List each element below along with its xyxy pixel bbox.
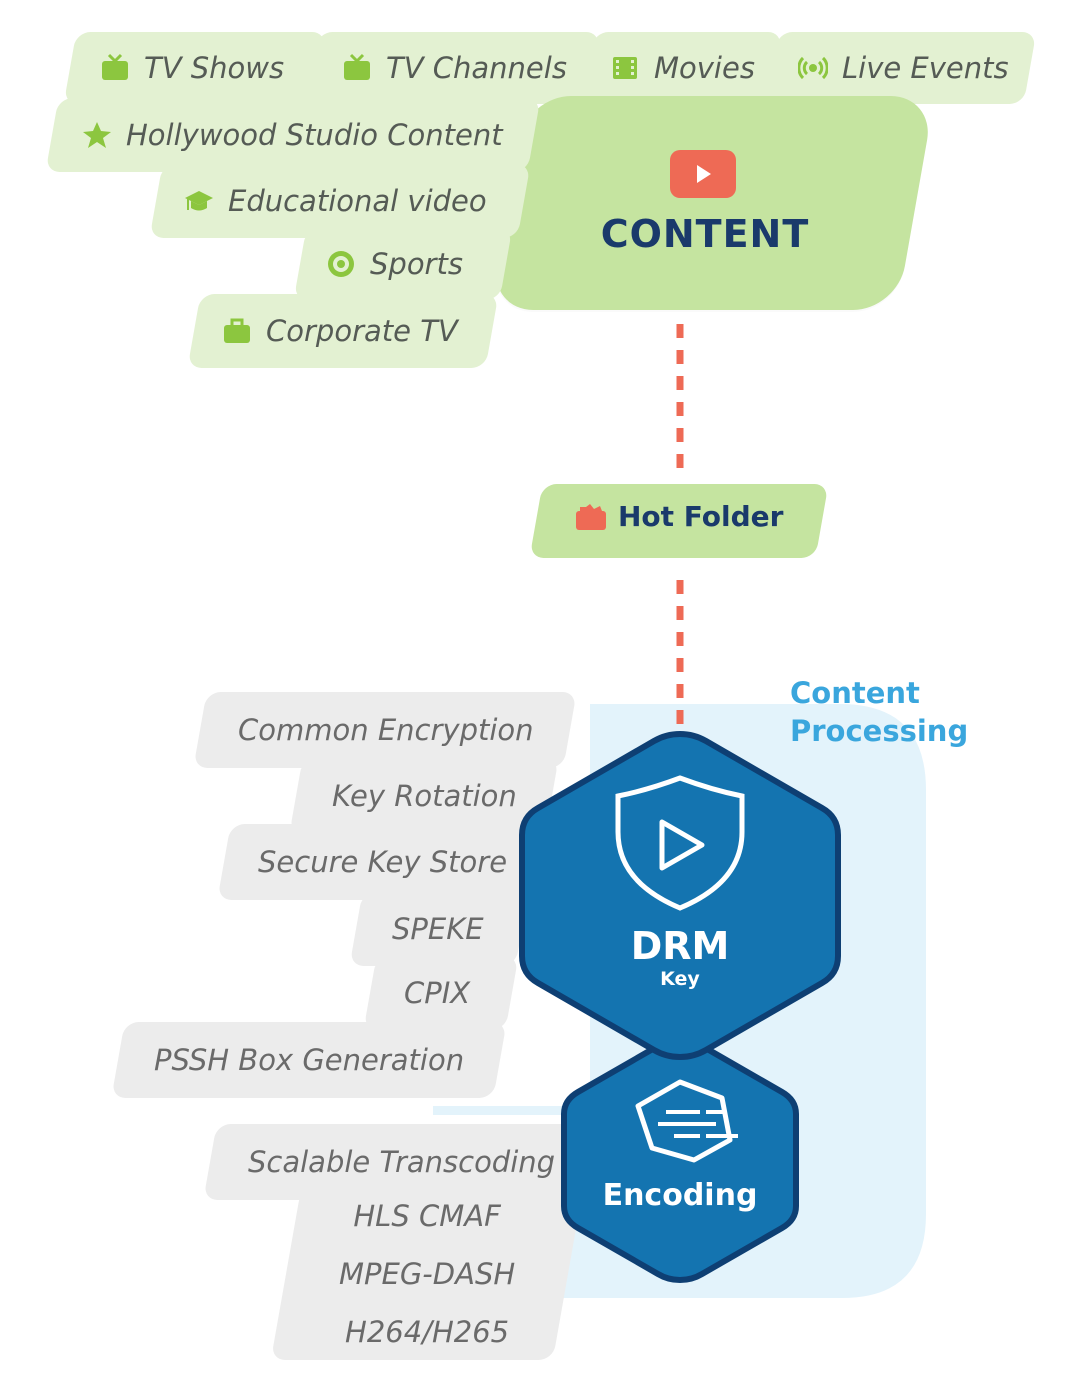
play-button-icon xyxy=(670,150,736,198)
content-title: CONTENT xyxy=(600,212,810,256)
tv-icon xyxy=(344,53,370,80)
film-icon xyxy=(613,57,637,79)
drm-feature-common-encryption: Common Encryption xyxy=(193,692,577,768)
tv-icon xyxy=(102,53,128,80)
processing-title-line2: Processing xyxy=(790,714,969,748)
label: Key Rotation xyxy=(332,779,517,813)
graduation-cap-icon xyxy=(185,191,213,211)
label: Common Encryption xyxy=(238,713,534,747)
label: Corporate TV xyxy=(266,314,458,348)
hot-folder-label: Hot Folder xyxy=(618,500,784,533)
label: Movies xyxy=(654,51,755,85)
folder-icon xyxy=(576,503,606,530)
content-panel xyxy=(489,96,935,310)
star-icon xyxy=(83,122,111,148)
encoding-title: Encoding xyxy=(602,1178,758,1213)
drm-feature-key-rotation: Key Rotation xyxy=(289,758,559,834)
drm-feature-secure-key-store: Secure Key Store xyxy=(217,824,539,900)
label: TV Channels xyxy=(386,51,567,85)
label: Secure Key Store xyxy=(258,845,508,879)
label: Hollywood Studio Content xyxy=(126,118,503,152)
ball-icon xyxy=(328,251,354,277)
drm-title: DRM xyxy=(630,924,730,968)
label: HLS CMAF xyxy=(353,1199,501,1233)
label: TV Shows xyxy=(144,51,285,85)
content-type-sports: Sports xyxy=(293,228,513,300)
content-type-movies: Movies xyxy=(581,32,783,104)
hot-folder: Hot Folder xyxy=(574,500,783,533)
content-type-educational: Educational video xyxy=(149,164,531,238)
label: PSSH Box Generation xyxy=(154,1043,465,1077)
processing-title-line1: Content xyxy=(790,676,920,710)
label: MPEG-DASH xyxy=(338,1257,516,1291)
label: Educational video xyxy=(228,184,487,218)
briefcase-icon xyxy=(224,318,250,343)
content-type-corporate: Corporate TV xyxy=(187,294,499,368)
label: Live Events xyxy=(842,51,1009,85)
label: Sports xyxy=(370,247,463,281)
encoding-feature-formats: HLS CMAF MPEG-DASH H264/H265 xyxy=(270,1188,584,1360)
drm-feature-speke: SPEKE xyxy=(349,892,529,966)
drm-feature-pssh: PSSH Box Generation xyxy=(111,1022,507,1098)
content-type-tv-shows: TV Shows xyxy=(63,32,327,104)
label: SPEKE xyxy=(392,912,484,946)
content-type-hollywood: Hollywood Studio Content xyxy=(45,98,541,172)
label: H264/H265 xyxy=(344,1315,510,1349)
processing-title: Content Processing xyxy=(790,674,968,750)
drm-feature-cpix: CPIX xyxy=(363,956,519,1030)
broadcast-icon xyxy=(798,56,828,80)
label: Scalable Transcoding xyxy=(248,1145,556,1179)
content-type-tv-channels: TV Channels xyxy=(305,32,601,104)
drm-subtitle: Key xyxy=(660,968,700,990)
label: CPIX xyxy=(404,976,471,1010)
content-type-live-events: Live Events xyxy=(765,32,1037,104)
